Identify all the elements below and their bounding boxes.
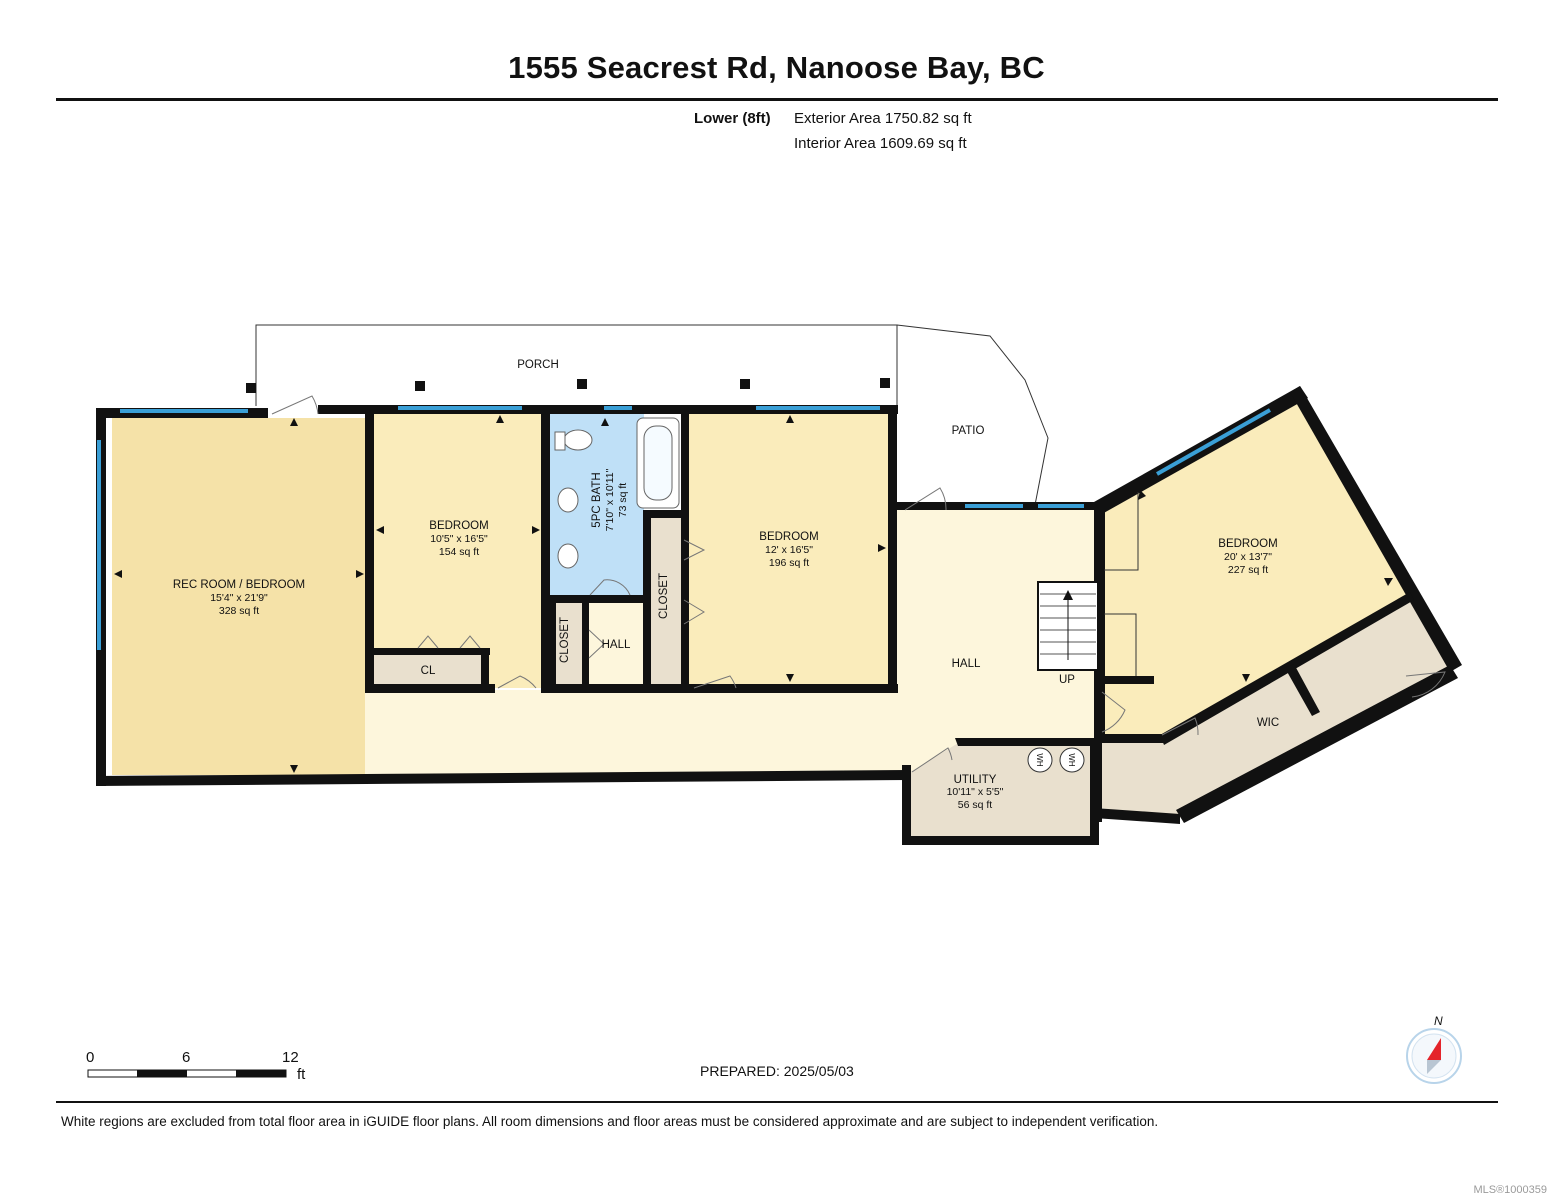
interior-area: Interior Area 1609.69 sq ft	[794, 135, 967, 152]
bedroom-3-dims: 20' x 13'7"	[1224, 551, 1272, 563]
bedroom-2-dims: 12' x 16'5"	[765, 544, 813, 556]
wic-label: WIC	[1257, 717, 1279, 729]
utility-name: UTILITY	[954, 774, 997, 786]
prepared-date: PREPARED: 2025/05/03	[700, 1063, 854, 1079]
dimension-markers	[114, 415, 1393, 773]
room-fills	[112, 397, 1455, 838]
closet-a-label: CLOSET	[559, 617, 571, 663]
bedroom-1-floor	[373, 412, 543, 688]
walls	[96, 386, 1462, 845]
bedroom-2-name: BEDROOM	[759, 531, 818, 543]
rec-room-floor	[112, 418, 365, 775]
bedroom-2-floor	[688, 412, 890, 688]
stairs-up-label: UP	[1059, 674, 1075, 686]
water-heaters	[1027, 747, 1085, 773]
scale-label-6: 6	[182, 1049, 191, 1066]
exterior-area: Exterior Area 1750.82 sq ft	[794, 110, 972, 127]
bedroom-3-closet-lines	[1104, 492, 1139, 676]
closet-b-label: CLOSET	[658, 573, 670, 619]
hall-small-label: HALL	[602, 639, 631, 651]
water-heater-label-2: WH	[1067, 753, 1076, 767]
scale-bar	[87, 1069, 287, 1078]
sink-2	[557, 543, 579, 569]
toilet	[563, 429, 593, 451]
patio-area	[896, 324, 1049, 506]
bedroom-1-dims: 10'5" x 16'5"	[430, 533, 488, 545]
scale-label-12: 12	[282, 1049, 299, 1066]
svg-text:7'10" x 10'11": 7'10" x 10'11"	[604, 468, 616, 531]
porch-area	[255, 324, 898, 406]
windows	[97, 406, 1271, 650]
scale-label-0: 0	[86, 1049, 95, 1066]
floor-label: Lower (8ft)	[694, 110, 771, 127]
rec-room-area: 328 sq ft	[219, 605, 259, 617]
patio-label: PATIO	[952, 425, 985, 437]
utility-dims: 10'11" x 5'5"	[947, 786, 1004, 798]
bedroom-2-area: 196 sq ft	[769, 557, 809, 569]
porch-posts	[246, 378, 890, 393]
footer-rule	[56, 1101, 1498, 1103]
bath-fixtures	[554, 417, 680, 569]
rec-room-dims: 15'4" x 21'9"	[210, 592, 268, 604]
page-title: 1555 Seacrest Rd, Nanoose Bay, BC	[508, 50, 1045, 85]
closet-a-floor	[555, 602, 583, 686]
mls-watermark: MLS®1000359	[1473, 1184, 1547, 1196]
svg-text:73 sq ft: 73 sq ft	[617, 483, 629, 518]
bedroom-3-floor	[1104, 397, 1410, 740]
cl-label: CL	[421, 665, 436, 677]
sink-1	[557, 487, 579, 513]
svg-text:5PC BATH: 5PC BATH	[591, 472, 603, 527]
closet-b-floor	[650, 518, 684, 684]
scale-unit: ft	[297, 1066, 306, 1083]
stairs	[1037, 581, 1099, 671]
cl-floor	[373, 652, 483, 688]
bedroom-3-area: 227 sq ft	[1228, 564, 1268, 576]
hall-main-floor	[365, 510, 1100, 775]
hall-small-floor	[588, 602, 644, 688]
bath-label: 5PC BATH 7'10" x 10'11" 73 sq ft	[591, 468, 629, 531]
bedroom-3-name: BEDROOM	[1218, 538, 1277, 550]
wic-floor	[1100, 598, 1455, 818]
porch-label: PORCH	[517, 359, 559, 371]
footnote: White regions are excluded from total fl…	[61, 1114, 1159, 1129]
compass-icon	[1406, 1028, 1462, 1084]
utility-area: 56 sq ft	[958, 799, 993, 811]
water-heater-label-1: WH	[1035, 753, 1044, 767]
rec-room-name: REC ROOM / BEDROOM	[173, 579, 305, 591]
hall-main-label: HALL	[952, 658, 981, 670]
bedroom-1-area: 154 sq ft	[439, 546, 479, 558]
bedroom-1-name: BEDROOM	[429, 520, 488, 532]
compass-north-label: N	[1434, 1014, 1443, 1028]
doors	[271, 395, 1446, 773]
header-rule	[56, 98, 1498, 101]
